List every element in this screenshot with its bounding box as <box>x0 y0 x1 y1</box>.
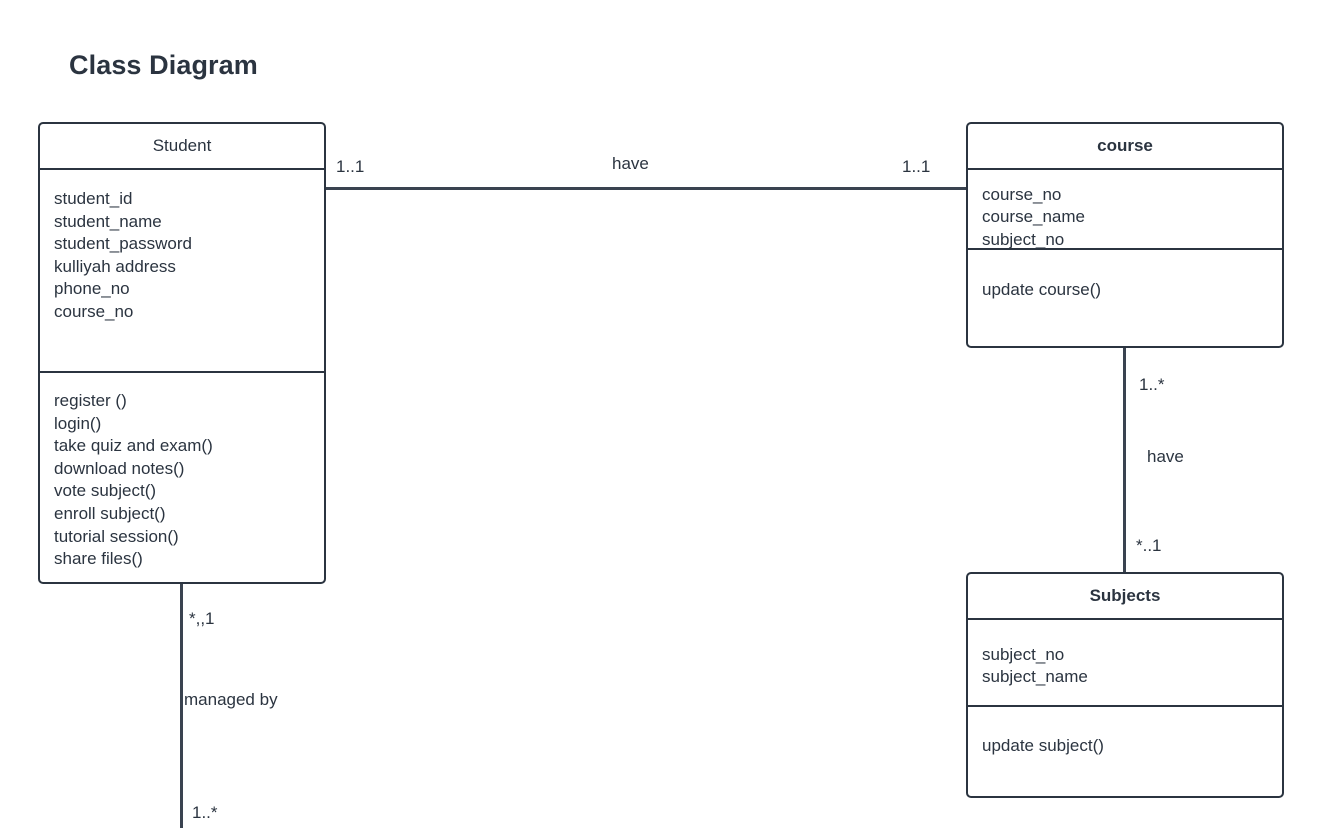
class-attributes-student: student_id student_name student_password… <box>40 170 324 371</box>
operation-row: download notes() <box>54 458 185 478</box>
multiplicity-student-managed-bottom: 1..* <box>192 803 218 822</box>
attribute-row: course_name <box>982 207 1086 227</box>
class-operations-course: update course() <box>968 248 1282 346</box>
attribute-row: student_name <box>54 211 162 231</box>
class-box-student[interactable]: Student student_id student_name student_… <box>38 122 326 584</box>
operation-row: login() <box>54 413 102 433</box>
attribute-row: kulliyah address <box>54 256 176 276</box>
operation-row: vote subject() <box>54 481 157 501</box>
class-attributes-course: course_no course_name subject_no <box>968 170 1282 249</box>
relationship-label-have-vertical: have <box>1147 447 1184 466</box>
operation-row: register () <box>54 391 127 410</box>
multiplicity-course-have: 1..1 <box>902 157 931 176</box>
operation-row: share files() <box>54 549 143 569</box>
relationship-label-have-horizontal: have <box>612 154 649 173</box>
attribute-row: student_id <box>54 189 133 208</box>
relationship-label-managed-by: managed by <box>184 690 278 709</box>
multiplicity-student-have: 1..1 <box>336 157 365 176</box>
class-attributes-subjects: subject_no subject_name <box>968 620 1282 706</box>
page-title: Class Diagram <box>69 50 258 80</box>
multiplicity-course-subjects-top: 1..* <box>1139 375 1165 394</box>
class-name-student: Student <box>40 124 324 170</box>
class-box-course[interactable]: course course_no course_name subject_no … <box>966 122 1284 348</box>
multiplicity-student-managed-top: *,,1 <box>189 609 215 628</box>
attribute-row: student_password <box>54 234 192 254</box>
class-operations-subjects: update subject() <box>968 705 1282 796</box>
class-name-subjects: Subjects <box>968 574 1282 620</box>
multiplicity-course-subjects-bottom: *..1 <box>1136 536 1162 555</box>
class-operations-student: register () login() take quiz and exam()… <box>40 371 324 581</box>
operation-row: update course() <box>982 280 1102 300</box>
attribute-row: subject_no <box>982 229 1065 249</box>
attribute-row: course_no <box>54 301 134 321</box>
connector-student-course <box>325 187 968 190</box>
attribute-row: subject_name <box>982 667 1088 687</box>
operation-row: enroll subject() <box>54 503 166 523</box>
attribute-row: course_no <box>982 184 1062 204</box>
operation-row: update subject() <box>982 736 1104 756</box>
connector-student-managed-by <box>180 582 183 828</box>
operation-row: tutorial session() <box>54 526 179 546</box>
operation-row: take quiz and exam() <box>54 436 213 456</box>
attribute-row: subject_no <box>982 644 1065 664</box>
class-name-course: course <box>968 124 1282 170</box>
class-box-subjects[interactable]: Subjects subject_no subject_name update … <box>966 572 1284 798</box>
connector-course-subjects <box>1123 346 1126 574</box>
attribute-row: phone_no <box>54 279 130 299</box>
